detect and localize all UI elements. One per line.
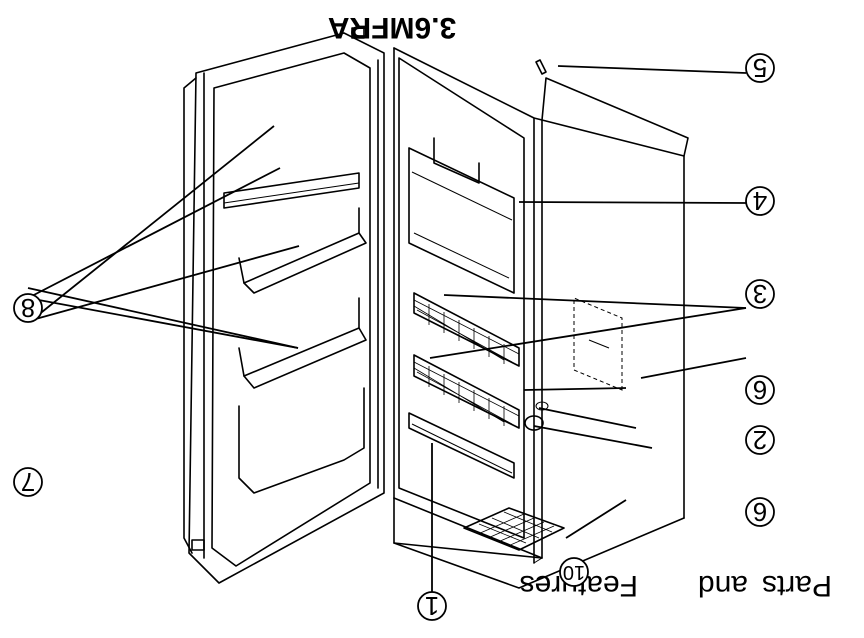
callout-4: 4 bbox=[745, 186, 775, 216]
ice-cube-tray bbox=[463, 507, 565, 551]
leader-lines bbox=[27, 65, 747, 593]
callout-1: 1 bbox=[417, 591, 447, 621]
callout-3-label: 3 bbox=[753, 279, 767, 309]
callout-2-label: 2 bbox=[753, 425, 767, 455]
callout-6b-label: 6 bbox=[753, 375, 767, 405]
callout-1-label: 1 bbox=[425, 591, 439, 621]
callout-5: 5 bbox=[745, 53, 775, 83]
callout-6a-label: 6 bbox=[753, 497, 767, 527]
callout-6-a: 6 bbox=[745, 497, 775, 527]
callout-8: 8 bbox=[13, 293, 43, 323]
wire-shelf-lower bbox=[413, 354, 520, 429]
callout-5-label: 5 bbox=[753, 53, 767, 83]
callout-3: 3 bbox=[745, 279, 775, 309]
callout-7-label: 7 bbox=[21, 467, 35, 497]
cabinet bbox=[393, 47, 689, 589]
callout-8-label: 8 bbox=[21, 293, 35, 323]
wire-shelf-upper bbox=[413, 292, 520, 367]
callout-4-label: 4 bbox=[753, 186, 767, 216]
callout-6-b: 6 bbox=[745, 375, 775, 405]
callout-10-label: 10 bbox=[563, 561, 585, 583]
door bbox=[183, 27, 385, 584]
callout-10: 10 bbox=[559, 557, 589, 587]
caption-word-and: and bbox=[698, 569, 748, 602]
model-title: 3.6MFRA bbox=[328, 11, 456, 44]
caption: Parts and Features bbox=[520, 569, 832, 602]
callout-7: 7 bbox=[13, 467, 43, 497]
leveling-leg bbox=[524, 401, 549, 431]
callout-2: 2 bbox=[745, 425, 775, 455]
caption-word-parts: Parts bbox=[762, 569, 832, 602]
thermostat-control bbox=[573, 297, 623, 391]
